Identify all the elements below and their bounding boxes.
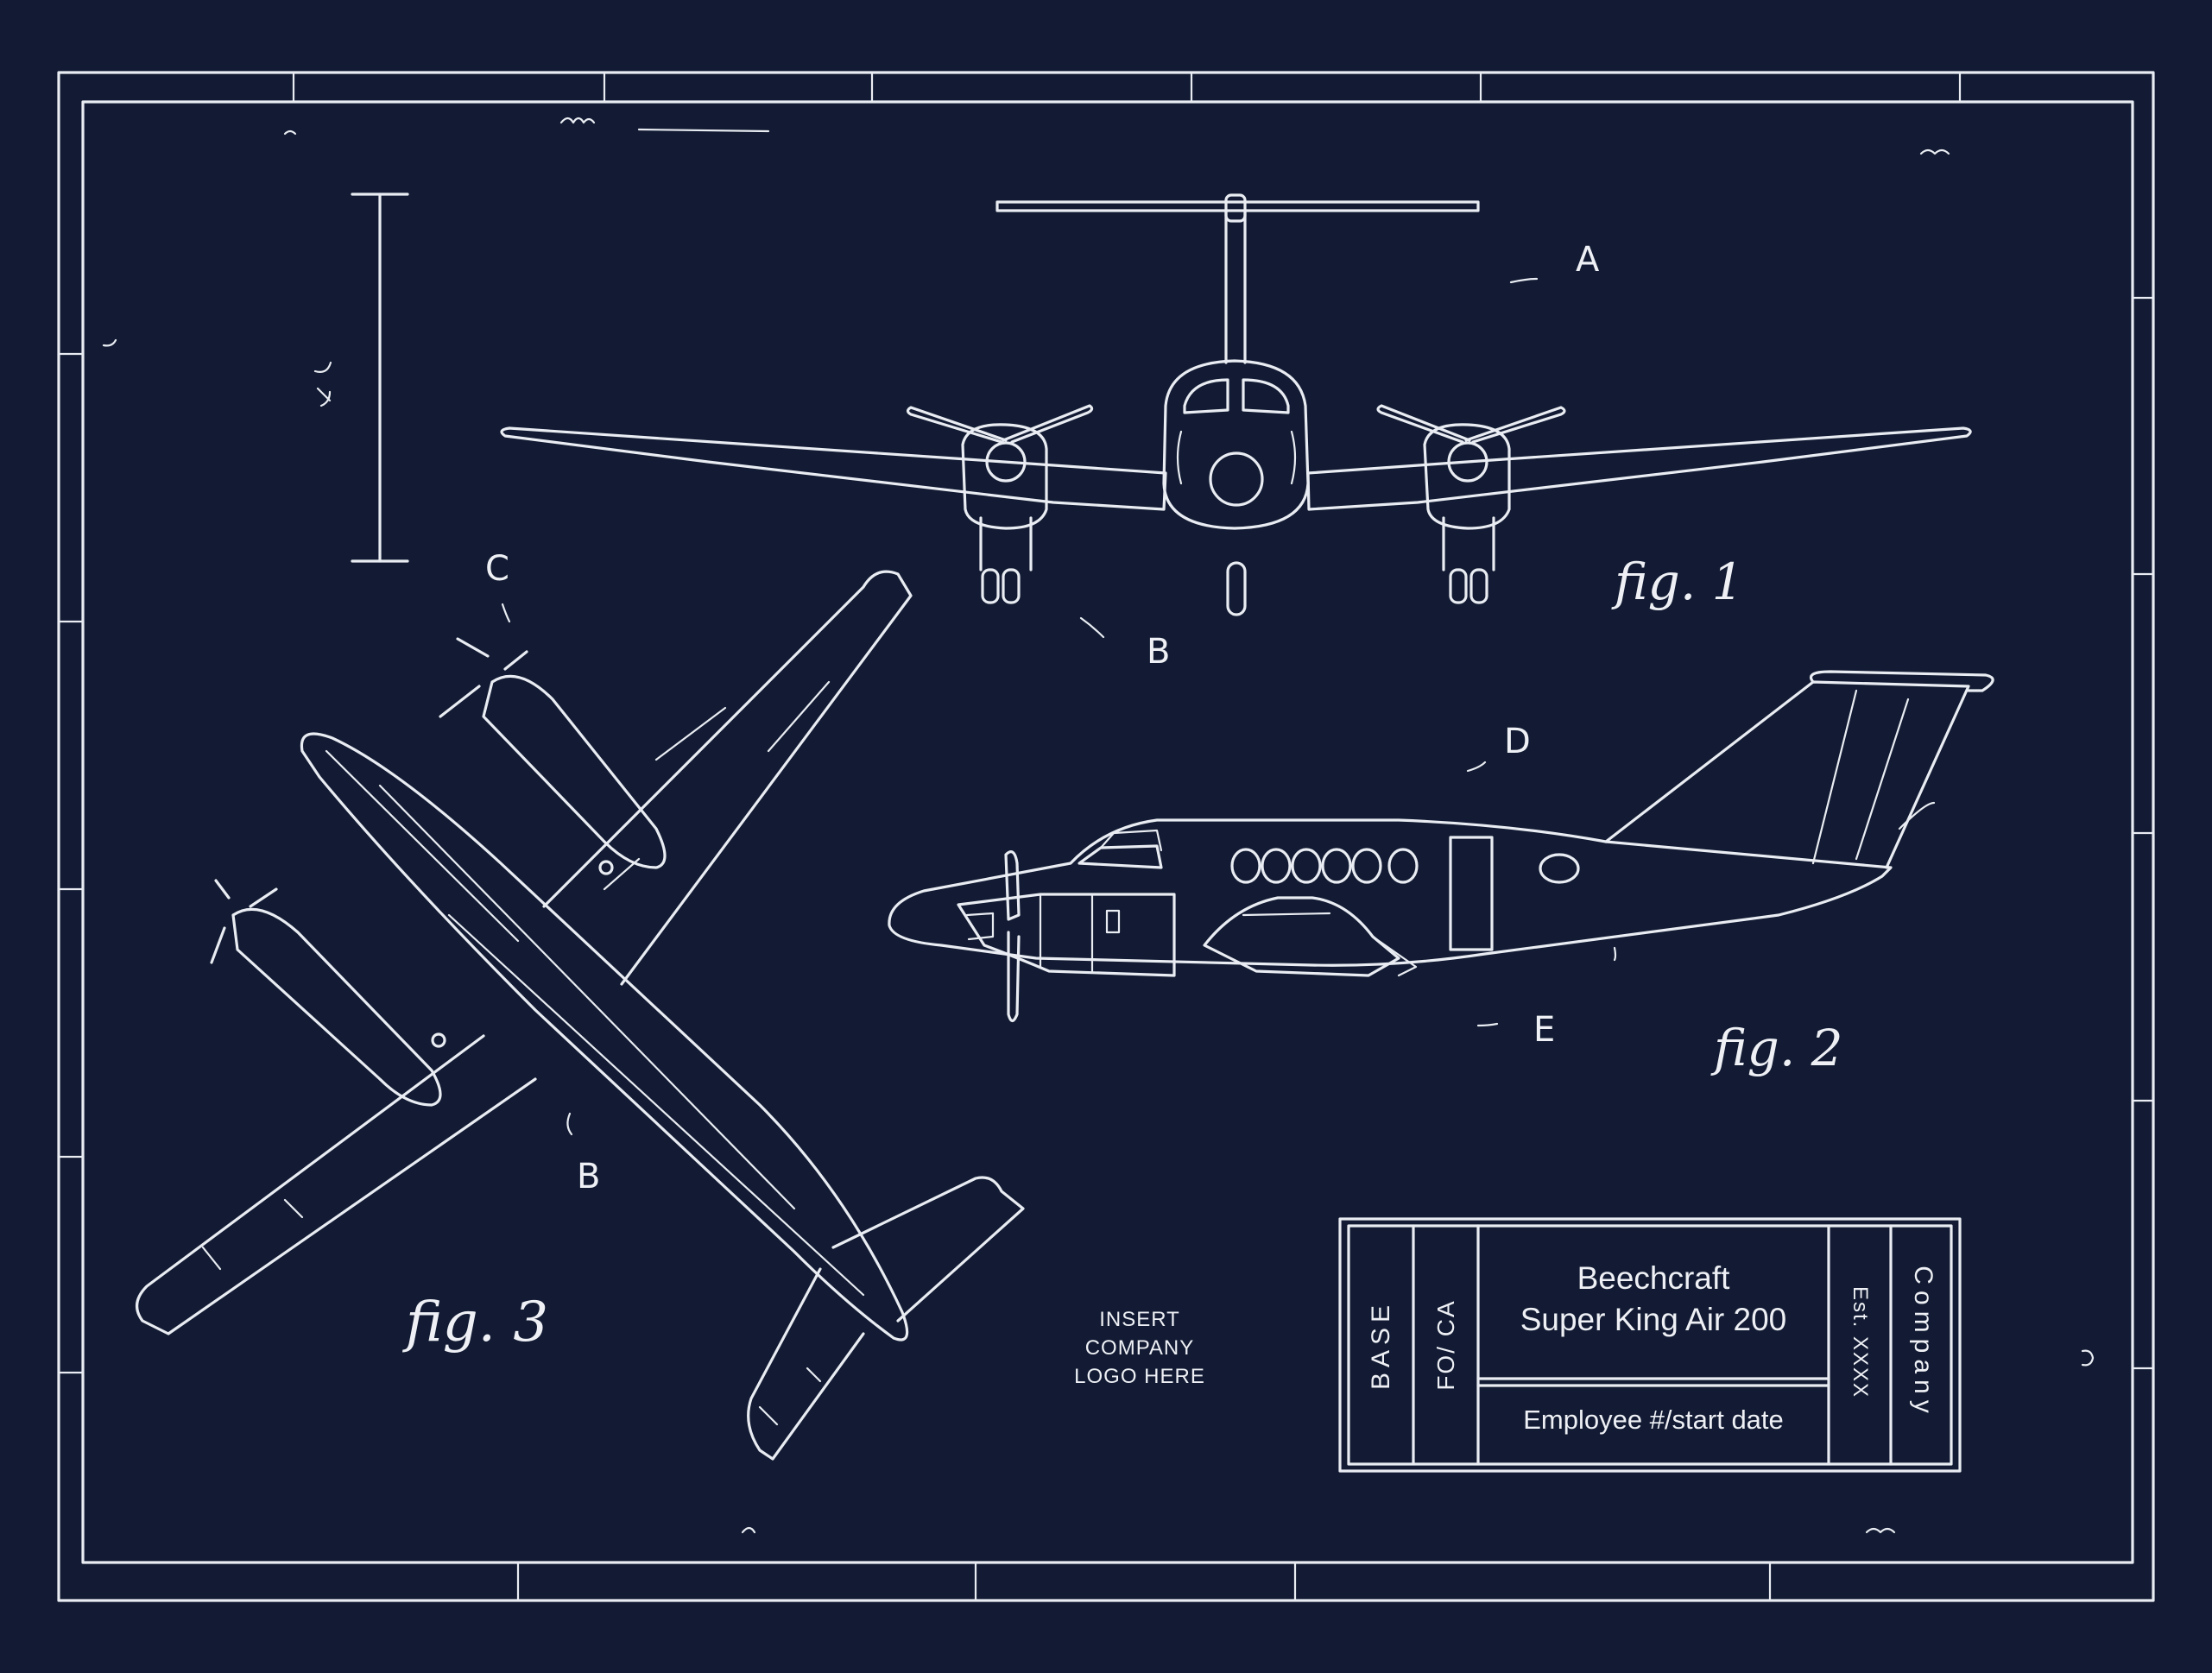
- company-logo-placeholder: INSERT COMPANY LOGO HERE: [1027, 1305, 1252, 1391]
- seat-label: FO/ CA: [1432, 1299, 1459, 1391]
- callout-a: A: [1576, 240, 1600, 280]
- logo-line: LOGO HERE: [1074, 1365, 1205, 1388]
- employee-field: Employee #/start date: [1523, 1405, 1784, 1435]
- base-label: BASE: [1367, 1299, 1395, 1391]
- callout-b-front: B: [1147, 632, 1171, 672]
- logo-line: INSERT: [1099, 1308, 1180, 1331]
- logo-line: COMPANY: [1084, 1336, 1195, 1360]
- side-view-aircraft: [888, 670, 1994, 1023]
- title-block: [1338, 1217, 1962, 1473]
- scale-bar: [313, 193, 409, 563]
- aircraft-title-line1: Beechcraft: [1577, 1260, 1730, 1296]
- fig1-label: fig. 1: [1615, 552, 1744, 611]
- company-label: Company: [1909, 1266, 1937, 1419]
- callout-d: D: [1504, 722, 1531, 761]
- sheet-frame: [57, 71, 2155, 1602]
- callout-b-top: B: [577, 1157, 601, 1196]
- callout-leaders: [501, 277, 1539, 1136]
- callout-c: C: [485, 549, 509, 589]
- fig2-label: fig. 2: [1714, 1019, 1843, 1077]
- aircraft-title-line2: Super King Air 200: [1520, 1302, 1787, 1337]
- callout-e: E: [1533, 1010, 1556, 1050]
- fig3-label: fig. 3: [406, 1291, 549, 1354]
- front-view-aircraft: [500, 193, 1972, 616]
- established-label: Est. XXXX: [1849, 1285, 1872, 1399]
- top-view-aircraft: [136, 570, 1025, 1461]
